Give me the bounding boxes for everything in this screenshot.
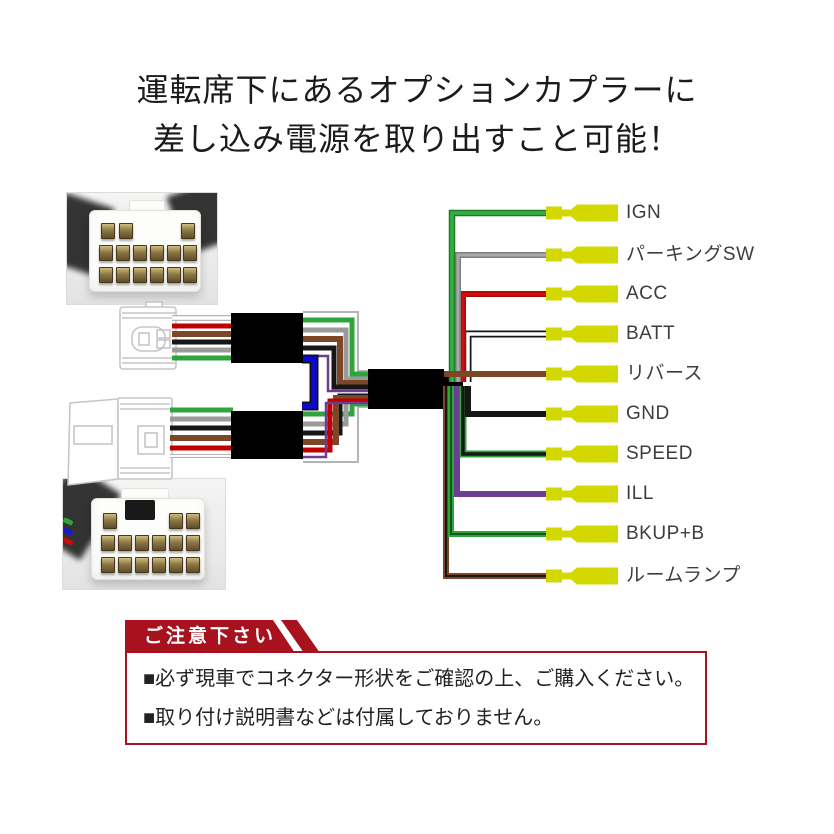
crimp-terminal-ACC xyxy=(546,285,618,303)
connector-photo-bottom xyxy=(62,478,226,590)
caution-ribbon-label: ご注意下さい xyxy=(144,626,277,647)
caution-box: ■必ず現車でコネクター形状をご確認の上、ご購入ください。 ■取り付け説明書などは… xyxy=(125,651,707,745)
caution-item-2: ■取り付け説明書などは付属しておりません。 xyxy=(143,707,554,729)
headline: 運転席下にあるオプションカプラーに 差し込み電源を取り出すこと可能！ xyxy=(0,66,834,164)
terminal-label: GND xyxy=(626,403,670,424)
connector-drawing-small xyxy=(119,301,177,370)
crimp-terminal-BATT xyxy=(546,325,618,343)
output-wires-lower xyxy=(443,386,546,579)
terminal-label: ACC xyxy=(626,283,668,304)
crimp-terminal-ルームランプ xyxy=(546,567,618,585)
terminal-label: リバース xyxy=(626,363,704,384)
relay-box-lower xyxy=(231,411,303,459)
connector-photo-top xyxy=(66,192,218,305)
crimp-terminal-BKUP+B xyxy=(546,525,618,543)
terminal-group xyxy=(546,204,618,585)
connector-keyway xyxy=(125,500,155,520)
terminal-label: ILL xyxy=(626,483,654,504)
output-wires-upper xyxy=(444,209,546,382)
caution-item-1: ■必ず現車でコネクター形状をご確認の上、ご購入ください。 xyxy=(143,668,695,690)
crimp-terminal-GND xyxy=(546,405,618,423)
connector-drawing-large xyxy=(67,397,173,486)
terminal-label: BKUP+B xyxy=(626,523,705,544)
crimp-terminal-SPEED xyxy=(546,445,618,463)
crimp-terminal-リバース xyxy=(546,365,618,383)
crimp-terminal-IGN xyxy=(546,204,618,222)
caution-ribbon: ご注意下さい xyxy=(125,620,295,653)
bundle-upper xyxy=(303,311,370,393)
harness-upper xyxy=(172,315,233,361)
terminal-label: IGN xyxy=(626,202,662,223)
headline-line-1: 運転席下にあるオプションカプラーに xyxy=(136,72,698,108)
blue-jumper-wire xyxy=(302,354,319,411)
terminal-label: BATT xyxy=(626,323,676,344)
bundle-lower xyxy=(303,393,370,463)
terminal-label: パーキングSW xyxy=(626,244,755,265)
junction-box-center xyxy=(368,369,444,409)
terminal-label: SPEED xyxy=(626,443,693,464)
headline-line-2: 差し込み電源を取り出すこと可能！ xyxy=(152,121,681,157)
crimp-terminal-ILL xyxy=(546,485,618,503)
crimp-terminal-パーキングSW xyxy=(546,246,618,264)
harness-lower xyxy=(170,407,233,458)
terminal-label: ルームランプ xyxy=(626,565,741,586)
relay-box-upper xyxy=(231,313,303,363)
